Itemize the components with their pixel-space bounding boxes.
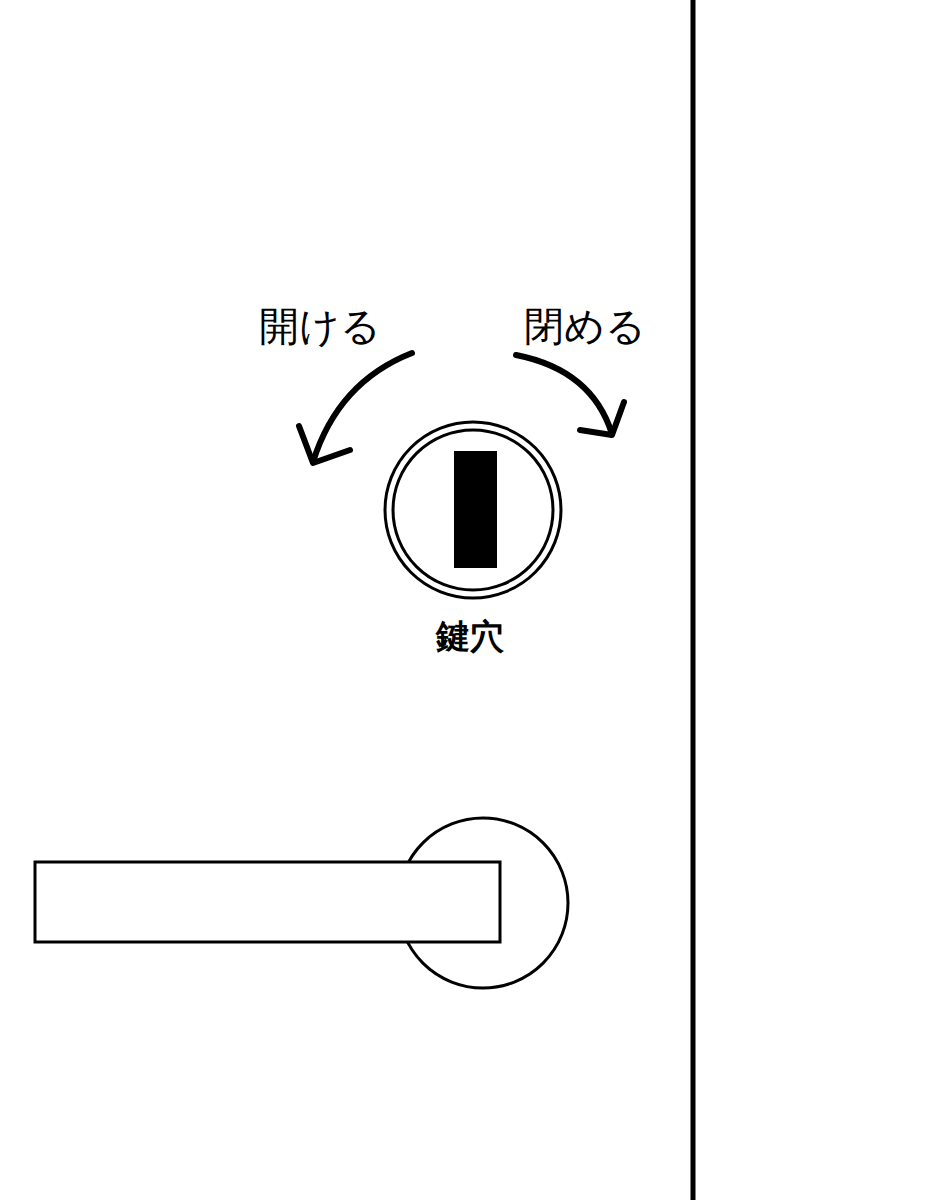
- keyhole-ring: [385, 422, 561, 598]
- keyhole: [385, 422, 561, 598]
- lever-handle: [35, 818, 568, 988]
- open-arrow-head: [299, 426, 350, 463]
- close-arrow: [516, 355, 612, 434]
- handle-lever: [35, 862, 500, 942]
- keyhole-label: 鍵穴: [436, 618, 504, 655]
- open-label: 開ける: [259, 304, 381, 348]
- keyhole-inner-ring: [393, 430, 553, 590]
- open-arrow: [313, 353, 412, 462]
- key-slot: [454, 451, 497, 568]
- close-label: 閉める: [524, 304, 646, 348]
- close-arrow-head: [580, 402, 624, 435]
- door-edge: [691, 0, 696, 1200]
